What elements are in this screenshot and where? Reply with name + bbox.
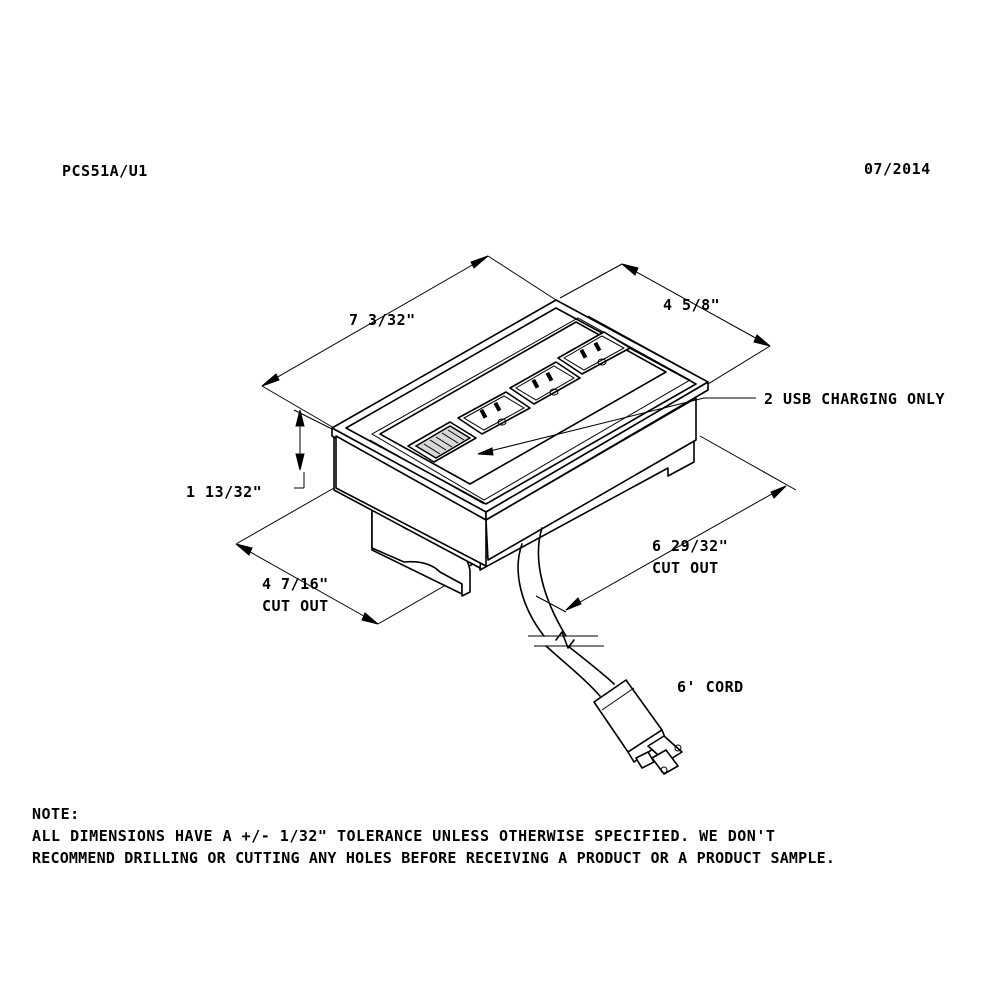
outlet-3 xyxy=(557,331,631,375)
note-line-2: RECOMMEND DRILLING OR CUTTING ANY HOLES … xyxy=(32,849,836,867)
height-label: 1 13/32" xyxy=(186,483,263,501)
dimension-length xyxy=(261,255,557,429)
dimension-height xyxy=(293,409,335,489)
outlet-1 xyxy=(457,391,531,435)
outlet-2 xyxy=(509,361,581,405)
width-label: 4 5/8" xyxy=(663,296,721,314)
usb-leader-line xyxy=(477,397,705,455)
plug xyxy=(593,679,683,775)
cutout-width-label: CUT OUT xyxy=(262,597,329,615)
length-label: 7 3/32" xyxy=(349,311,416,329)
cord-callout: 6' CORD xyxy=(677,678,744,696)
note-line-1: ALL DIMENSIONS HAVE A +/- 1/32" TOLERANC… xyxy=(32,827,776,845)
cutout-width-value: 4 7/16" xyxy=(262,575,329,593)
dimension-width xyxy=(559,263,771,385)
cutout-length-value: 6 29/32" xyxy=(652,537,729,555)
model-number: PCS51A/U1 xyxy=(62,162,148,180)
revision-date: 07/2014 xyxy=(864,160,931,178)
usb-module xyxy=(407,421,477,463)
cutout-length-label: CUT OUT xyxy=(652,559,719,577)
note-heading: NOTE: xyxy=(32,805,80,823)
power-cord xyxy=(517,527,615,697)
usb-callout: 2 USB CHARGING ONLY xyxy=(764,390,946,408)
dimension-cutout-length xyxy=(535,435,797,613)
